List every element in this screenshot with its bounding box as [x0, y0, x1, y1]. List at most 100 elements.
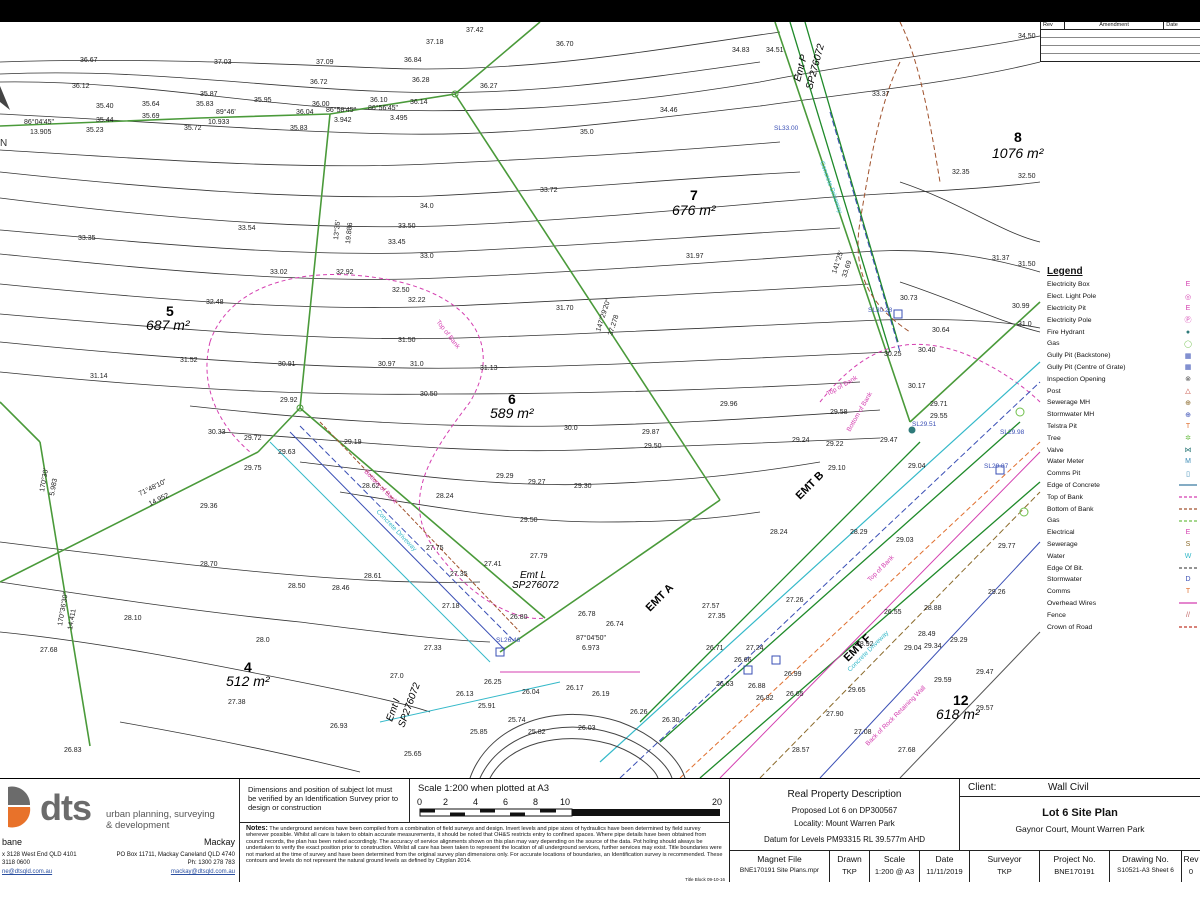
svg-text:34.50: 34.50 [1018, 33, 1036, 40]
rpd-line-1: Proposed Lot 6 on DP300567 [791, 806, 898, 815]
svg-text:10: 10 [560, 797, 570, 807]
legend-item-label: Gas [1047, 517, 1060, 525]
legend-item-label: Electrical [1047, 529, 1075, 537]
svg-text:36.84: 36.84 [404, 57, 422, 64]
svg-text:30.17: 30.17 [908, 383, 926, 390]
legend-item-label: Electricity Box [1047, 281, 1090, 289]
revision-table: Rev Amendment Date [1040, 22, 1200, 62]
scale-header: Scale [883, 854, 906, 864]
lot-12-number: 12 [953, 692, 969, 708]
legend-symbol-icon [1179, 492, 1197, 502]
svg-text:29.47: 29.47 [880, 437, 898, 444]
legend-symbol-icon: ▯ [1186, 470, 1190, 478]
svg-text:87°04'50": 87°04'50" [576, 634, 606, 642]
svg-text:29.59: 29.59 [934, 677, 952, 684]
svg-text:26.55: 26.55 [884, 609, 902, 616]
svg-text:28.50: 28.50 [288, 583, 306, 590]
lot-4-number: 4 [244, 659, 252, 675]
legend-symbol-icon: S [1185, 540, 1191, 548]
office-right-email[interactable]: mackay@dtsqld.com.au [170, 869, 235, 875]
rev-header: Rev [1041, 22, 1065, 29]
svg-text:35.0: 35.0 [580, 129, 594, 136]
legend-item: Tree✲ [1047, 432, 1197, 444]
svg-text:29.65: 29.65 [848, 687, 866, 694]
svg-text:25.82: 25.82 [528, 729, 546, 736]
svg-text:29.10: 29.10 [828, 465, 846, 472]
client-label: Client: [968, 782, 997, 793]
svg-text:29.77: 29.77 [998, 543, 1016, 550]
svg-text:26.63: 26.63 [716, 681, 734, 688]
svg-text:30.0: 30.0 [564, 425, 578, 432]
svg-text:28.29: 28.29 [850, 529, 868, 536]
scale-bar: 0 2 4 6 8 10 20 [417, 797, 722, 817]
svg-text:8: 8 [533, 797, 538, 807]
notes-title: Notes: [246, 825, 268, 832]
magnet-file-header: Magnet File [757, 854, 802, 864]
svg-text:25.65: 25.65 [404, 751, 422, 758]
svg-text:33.45: 33.45 [388, 239, 406, 246]
office-left-address: x 3128 West End QLD 4101 [2, 852, 77, 858]
real-property-panel: Real Property Description Proposed Lot 6… [730, 779, 960, 851]
plan-title: Lot 6 Site Plan [1042, 807, 1118, 819]
svg-text:28.24: 28.24 [436, 493, 454, 500]
svg-text:29.27: 29.27 [528, 479, 546, 486]
cul-de-sac [469, 714, 686, 778]
legend-item-label: Sewerage MH [1047, 399, 1091, 407]
legend-symbol-icon: ◎ [1184, 293, 1192, 301]
svg-text:29.58: 29.58 [830, 409, 848, 416]
svg-text:29.75: 29.75 [244, 465, 262, 472]
easement-a-label: EMT A [644, 582, 676, 614]
legend-symbol-icon: ⊕ [1185, 411, 1191, 419]
svg-text:SL29.98: SL29.98 [1000, 429, 1025, 436]
svg-text:SL33.00: SL33.00 [774, 125, 799, 132]
svg-text:29.87: 29.87 [642, 429, 660, 436]
svg-text:28.0: 28.0 [256, 637, 270, 644]
surveyor-header: Surveyor [987, 854, 1022, 864]
svg-text:27.41: 27.41 [484, 561, 502, 568]
stormwater-pit-icon [743, 665, 753, 675]
legend-item: Fence// [1047, 609, 1197, 621]
legend-symbol-icon: △ [1185, 388, 1191, 396]
svg-text:29.29: 29.29 [496, 473, 514, 480]
legend-item-label: Crown of Road [1047, 623, 1093, 631]
svg-text:30.25: 30.25 [884, 351, 902, 358]
svg-text:36.67: 36.67 [80, 57, 98, 64]
svg-text:26.66: 26.66 [734, 657, 752, 664]
bank-lines [206, 22, 1041, 619]
office-left-email[interactable]: ne@dtsqld.com.au [2, 869, 53, 875]
fire-hydrant-icon [908, 426, 916, 434]
magnet-file-value: BNE170191 Site Plans.mpr [739, 867, 820, 874]
legend-symbol-icon: ▦ [1184, 352, 1192, 360]
svg-text:35.83: 35.83 [290, 125, 308, 132]
svg-text:32.35: 32.35 [952, 169, 970, 176]
tree-icon [1019, 507, 1029, 517]
svg-text:36.70: 36.70 [556, 41, 574, 48]
svg-text:29.22: 29.22 [826, 441, 844, 448]
plan-subtitle: Gaynor Court, Mount Warren Park [1015, 824, 1145, 834]
legend-item: Edge of Concrete [1047, 480, 1197, 492]
svg-text:30.97: 30.97 [378, 361, 396, 368]
legend-item: Valve⋈ [1047, 444, 1197, 456]
easement-l-label: Emt L [520, 570, 546, 581]
svg-text:N: N [0, 138, 7, 149]
office-left-name: bane [2, 837, 23, 847]
svg-text:26.03: 26.03 [578, 725, 596, 732]
legend-item-label: Comms [1047, 588, 1071, 596]
legend-item: Stormwater MH⊕ [1047, 409, 1197, 421]
legend-symbol-icon: E [1185, 529, 1191, 537]
legend-item: Overhead Wires [1047, 598, 1197, 610]
svg-text:37.42: 37.42 [466, 27, 484, 34]
svg-text:29.04: 29.04 [904, 645, 922, 652]
svg-text:26.82: 26.82 [756, 695, 774, 702]
svg-text:33.69: 33.69 [841, 260, 853, 279]
svg-text:28.46: 28.46 [332, 585, 350, 592]
svg-text:27.68: 27.68 [40, 647, 58, 654]
legend-symbol-icon: T [1185, 422, 1191, 430]
spot-levels: 36.67 37.03 37.09 37.18 36.84 37.42 36.7… [40, 27, 1030, 758]
lot-7-area: 676 m² [672, 202, 717, 218]
svg-text:31.13: 31.13 [480, 365, 498, 372]
svg-text:34.83: 34.83 [732, 47, 750, 54]
drawn-header: Drawn [837, 854, 862, 864]
